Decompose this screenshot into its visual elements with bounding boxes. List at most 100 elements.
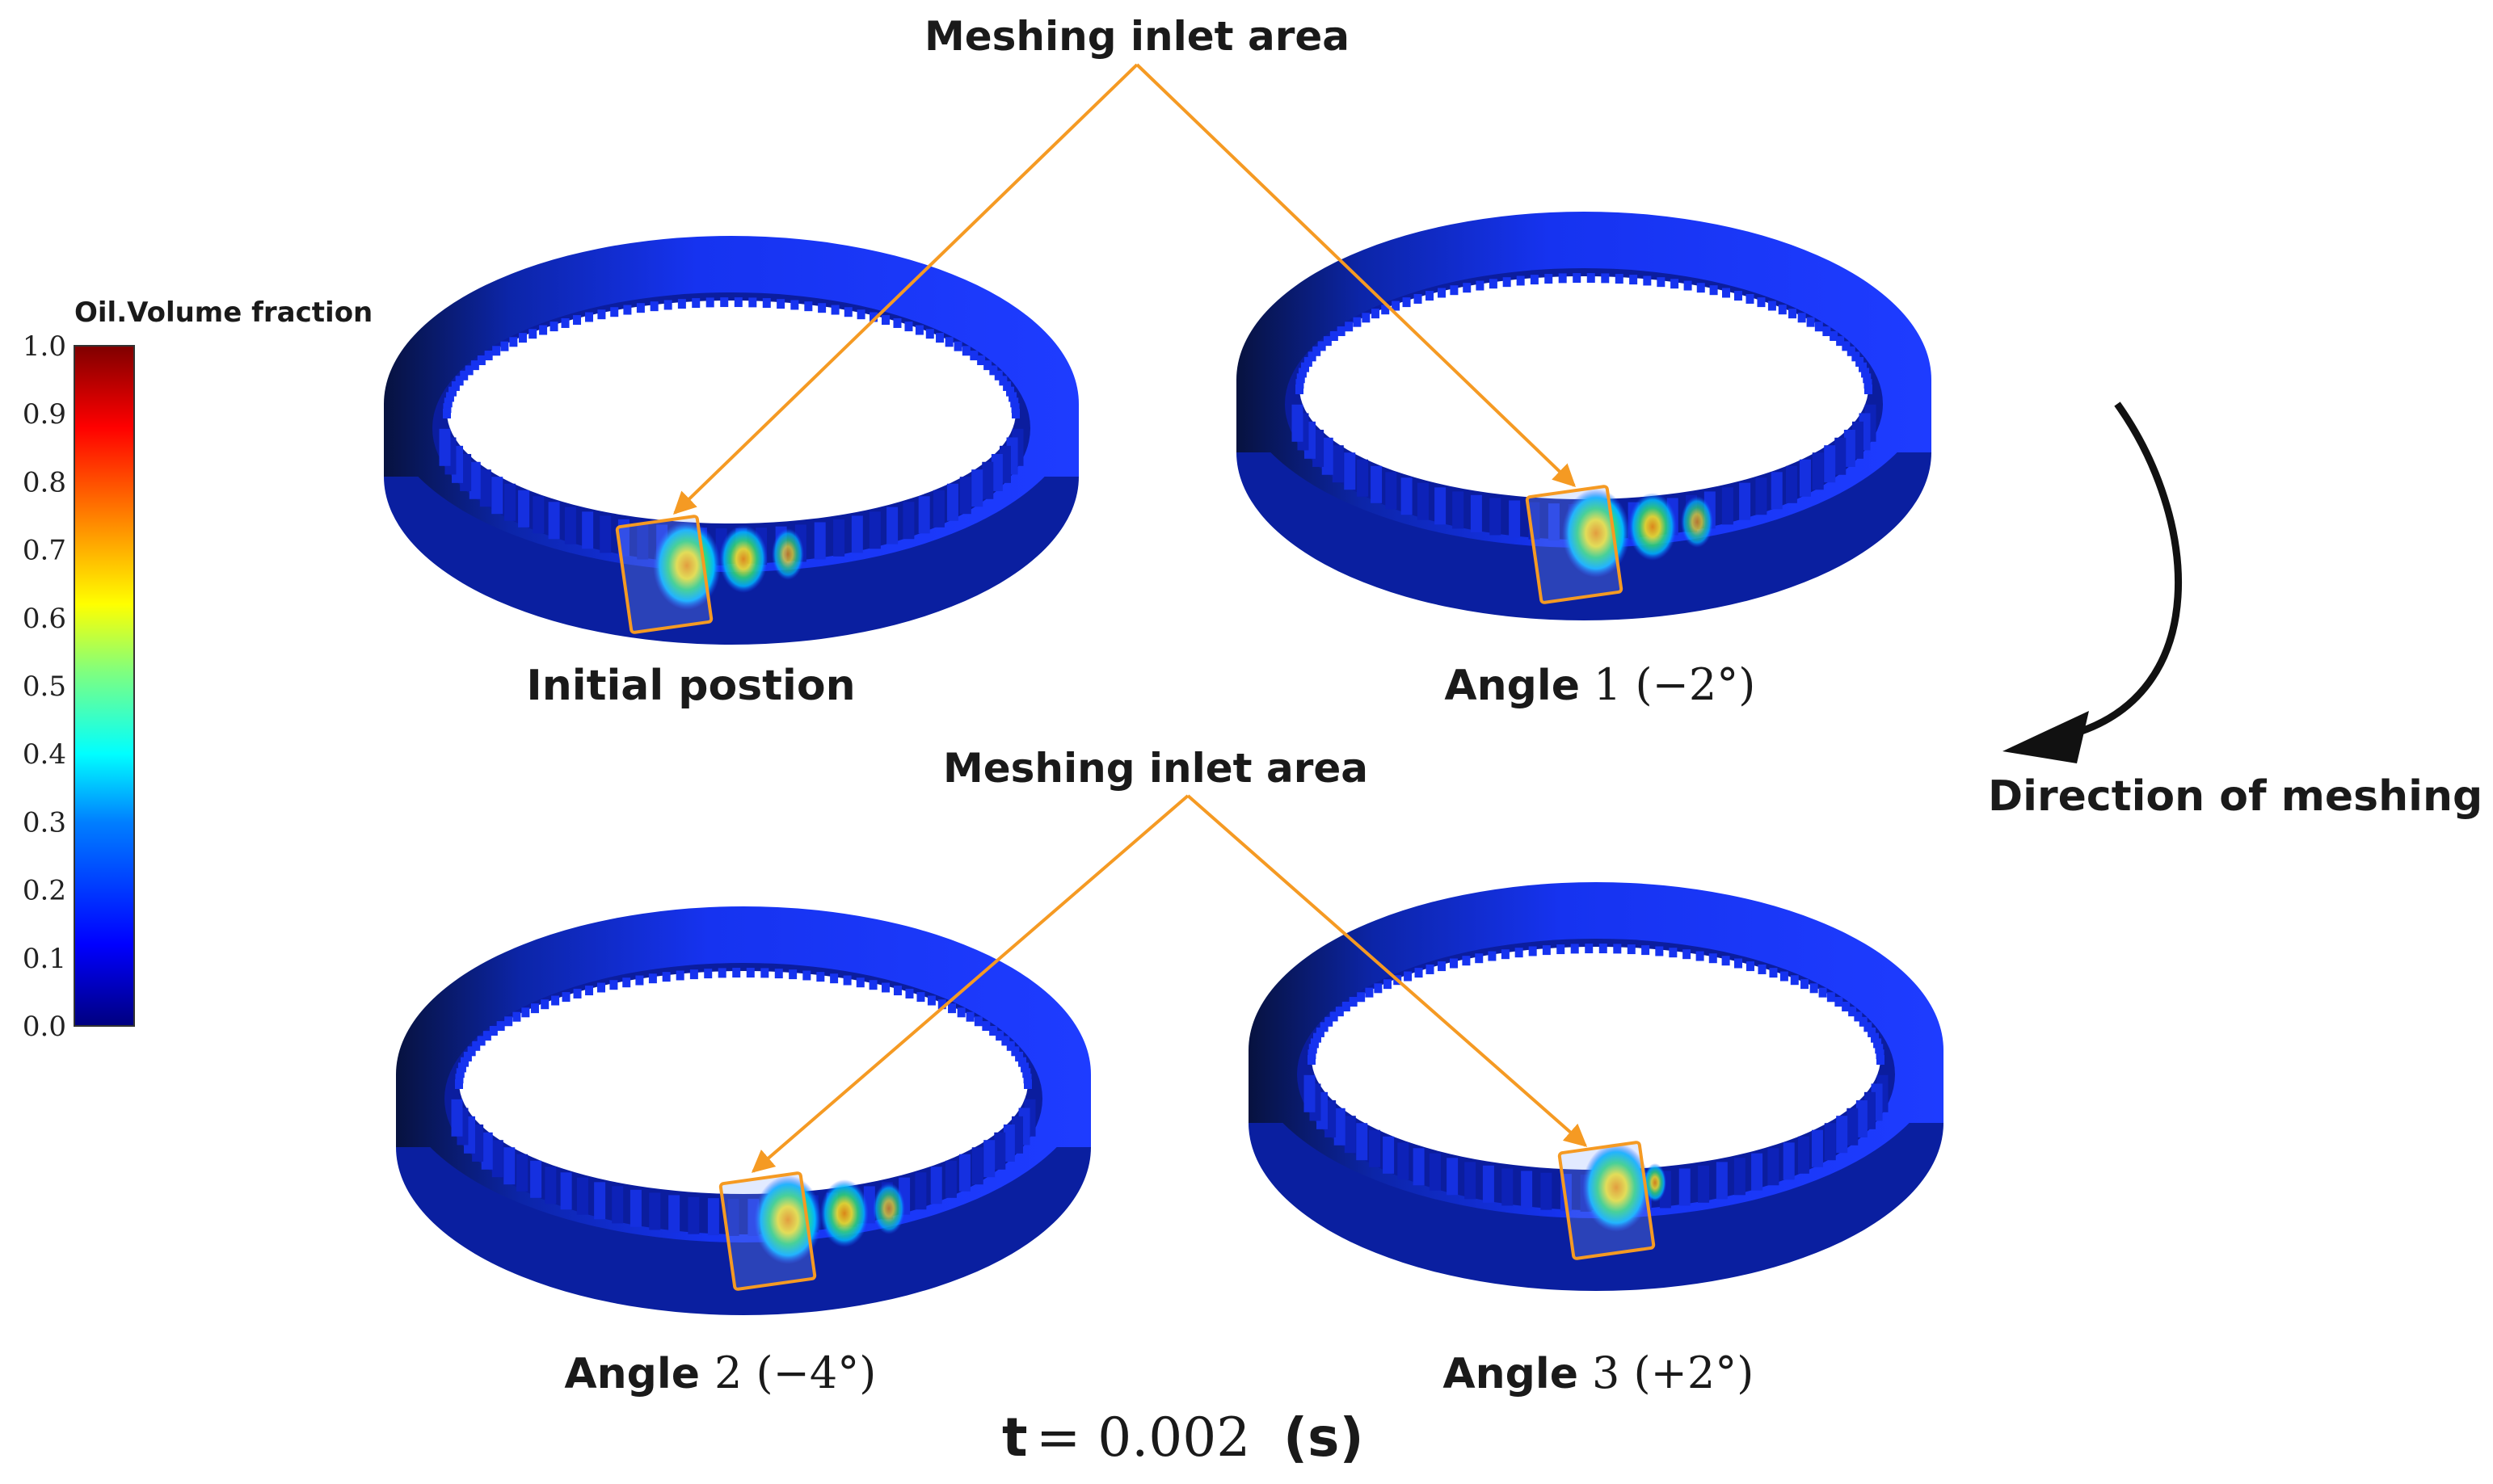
gear-tooth [1450, 285, 1459, 296]
gear-tooth [689, 969, 698, 980]
gear-tooth [551, 995, 560, 1006]
gear-tooth [707, 1198, 719, 1236]
gear-tooth [1414, 968, 1423, 978]
gear-tooth [1655, 946, 1664, 956]
gear-tooth [869, 511, 881, 549]
gear-tooth [1733, 1158, 1746, 1196]
oil-distribution-blob [772, 528, 804, 580]
gear-tooth [1809, 983, 1818, 994]
gear-tooth [1871, 1032, 1880, 1043]
gear-tooth [1452, 491, 1464, 529]
gear-tooth [1400, 477, 1413, 515]
gear-tooth [1308, 1044, 1317, 1054]
gear-tooth [1615, 274, 1623, 284]
gear-tooth [1488, 951, 1497, 961]
gear-tooth [1779, 971, 1788, 982]
gear-tooth [1392, 301, 1400, 311]
gear-tooth [1847, 346, 1855, 356]
gear-tooth [1601, 273, 1610, 284]
gear-tooth [991, 453, 1003, 491]
gear-tooth [1312, 1032, 1321, 1043]
gear-tooth [1509, 500, 1521, 538]
gear-tooth [1530, 275, 1539, 285]
gear-tooth [930, 1167, 942, 1204]
gear-tooth [1333, 1108, 1345, 1146]
colorbar-tick-label: 1.0 [23, 330, 66, 363]
gear-tooth [1698, 1165, 1710, 1203]
gear-tooth [650, 301, 659, 312]
gear-tooth [1329, 1011, 1338, 1022]
gear-tooth [530, 1003, 539, 1014]
gear-tooth [576, 1177, 588, 1215]
direction-label: Direction of meshing [1988, 772, 2482, 821]
gear-tooth [925, 329, 934, 339]
gear-tooth [1371, 309, 1379, 319]
gear-tooth [1544, 274, 1553, 284]
gear-tooth [472, 1040, 481, 1051]
gear-tooth [996, 1031, 1004, 1041]
gear-tooth [904, 322, 913, 332]
time-label: t = 0.002 (s) [1002, 1406, 1364, 1469]
gear-tooth [1501, 949, 1510, 960]
gear-tooth [1413, 293, 1422, 304]
gear-tooth [804, 301, 813, 312]
gear-tooth [843, 975, 852, 986]
colorbar-tick-label: 0.6 [23, 603, 66, 635]
gear-tooth [927, 995, 936, 1006]
gear-tooth [818, 303, 827, 313]
colorbar: Oil.Volume fraction 1.00.90.80.70.60.50.… [23, 296, 373, 1043]
gear-tooth [1011, 403, 1020, 414]
gear-tooth [1476, 280, 1484, 291]
gear-tooth [1010, 397, 1019, 408]
gear-tooth [977, 355, 986, 366]
gear-tooth [1751, 1153, 1763, 1191]
gear-tooth [748, 297, 757, 308]
gear-tooth [1573, 273, 1581, 284]
gear-tooth [1855, 1099, 1868, 1137]
gear-tooth [704, 969, 713, 979]
gear-tooth [762, 298, 771, 309]
gear-tooth [1834, 437, 1847, 475]
gear-tooth [1344, 1116, 1356, 1154]
gear-tooth [1003, 1124, 1015, 1162]
gear-tooth [451, 380, 460, 391]
gear-tooth [833, 519, 845, 557]
gear-tooth [802, 970, 811, 981]
gear-tooth [1429, 1153, 1441, 1191]
oil-distribution-blob [1562, 489, 1630, 578]
gear-tooth [1362, 313, 1371, 323]
gear-tooth [918, 496, 930, 534]
gear-tooth [1851, 351, 1860, 362]
gear-teeth [1291, 273, 1876, 541]
gear-tooth [893, 986, 902, 996]
oil-distribution-blob [873, 1183, 905, 1234]
gear-tooth [905, 988, 914, 998]
gear-tooth [989, 365, 998, 376]
gear-tooth [1739, 482, 1751, 520]
gear-tooth [831, 305, 840, 315]
gear-tooth [1003, 380, 1012, 391]
gear-tooth [545, 1167, 557, 1204]
gear-tooth [1018, 1057, 1027, 1067]
gear-tooth [1570, 944, 1579, 954]
gear-tooth [1482, 1165, 1494, 1203]
gear-tooth [1657, 277, 1666, 288]
gear-tooth [983, 1140, 996, 1178]
gear-tooth [1438, 288, 1446, 298]
gear-tooth [844, 307, 853, 317]
gear-tooth [816, 972, 825, 982]
gear-tooth [720, 297, 729, 308]
gear-tooth [467, 1046, 476, 1057]
gear-tooth [1558, 273, 1567, 284]
gear-tooth [1627, 944, 1636, 955]
meshing-inlet-box [1525, 485, 1623, 604]
gear-tooth [790, 300, 799, 310]
gear-tooth [610, 307, 619, 317]
gear-tooth [946, 483, 958, 521]
gear-tooth [945, 1160, 957, 1198]
gear-tooth [585, 986, 594, 996]
gear-tooth [870, 312, 878, 322]
gear-tooth [1462, 956, 1471, 966]
gear-tooth [881, 315, 890, 326]
callout-line [672, 63, 1139, 515]
